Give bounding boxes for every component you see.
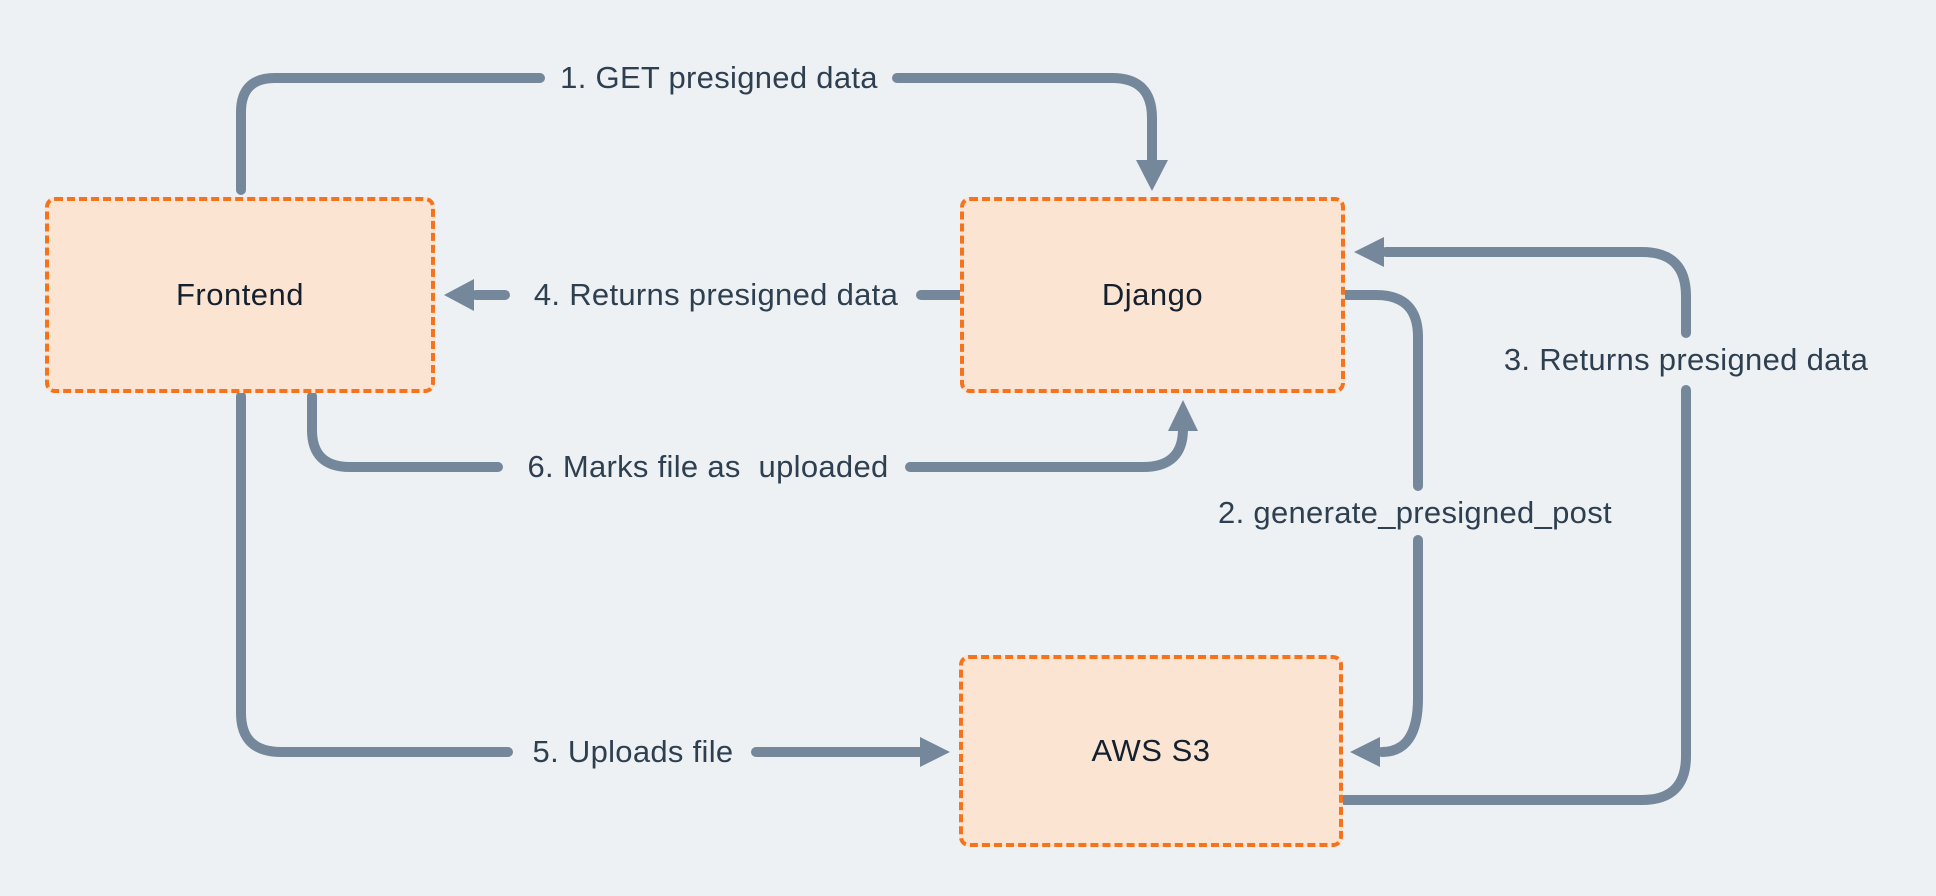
arrowhead-up-icon [1168,400,1198,431]
node-django-label: Django [1101,277,1204,312]
edge-1-get-presigned-data-line-a [236,73,545,195]
node-django: Django [960,197,1345,393]
edge-label-5-uploads-file: 5. Uploads file [532,734,734,769]
edge-6-marks-file-uploaded-line-b [905,424,1188,472]
arrowhead-left-icon [444,279,474,311]
node-aws-s3: AWS S3 [959,655,1343,847]
edge-label-6-marks-file-uploaded: 6. Marks file as uploaded [527,449,889,484]
arrowhead-down-icon [1136,160,1168,191]
edge-label-2-generate-presigned-post: 2. generate_presigned_post [1218,495,1612,530]
edge-1-get-presigned-data-line-b [892,73,1157,167]
edge-label-4-returns-presigned-data: 4. Returns presigned data [533,277,899,312]
arrowhead-left-icon [1354,237,1384,267]
node-frontend-label: Frontend [175,277,305,312]
edge-6-marks-file-uploaded-line-a [307,391,503,472]
node-aws-s3-label: AWS S3 [1091,733,1211,768]
edge-3-returns-presigned-data-line-a [1339,385,1691,805]
edge-label-3-returns-presigned-data: 3. Returns presigned data [1503,342,1869,377]
edge-label-1-get-presigned-data: 1. GET presigned data [560,60,878,95]
edge-2-generate-presigned-post-line-b [1377,535,1423,757]
node-frontend: Frontend [45,197,435,393]
arrowhead-left-icon [1350,737,1380,767]
edge-5-uploads-file-line-a [236,391,513,757]
arrowhead-right-icon [920,737,950,767]
edge-3-returns-presigned-data-line-b [1381,247,1691,338]
edge-2-generate-presigned-post-line-a [1341,290,1423,491]
